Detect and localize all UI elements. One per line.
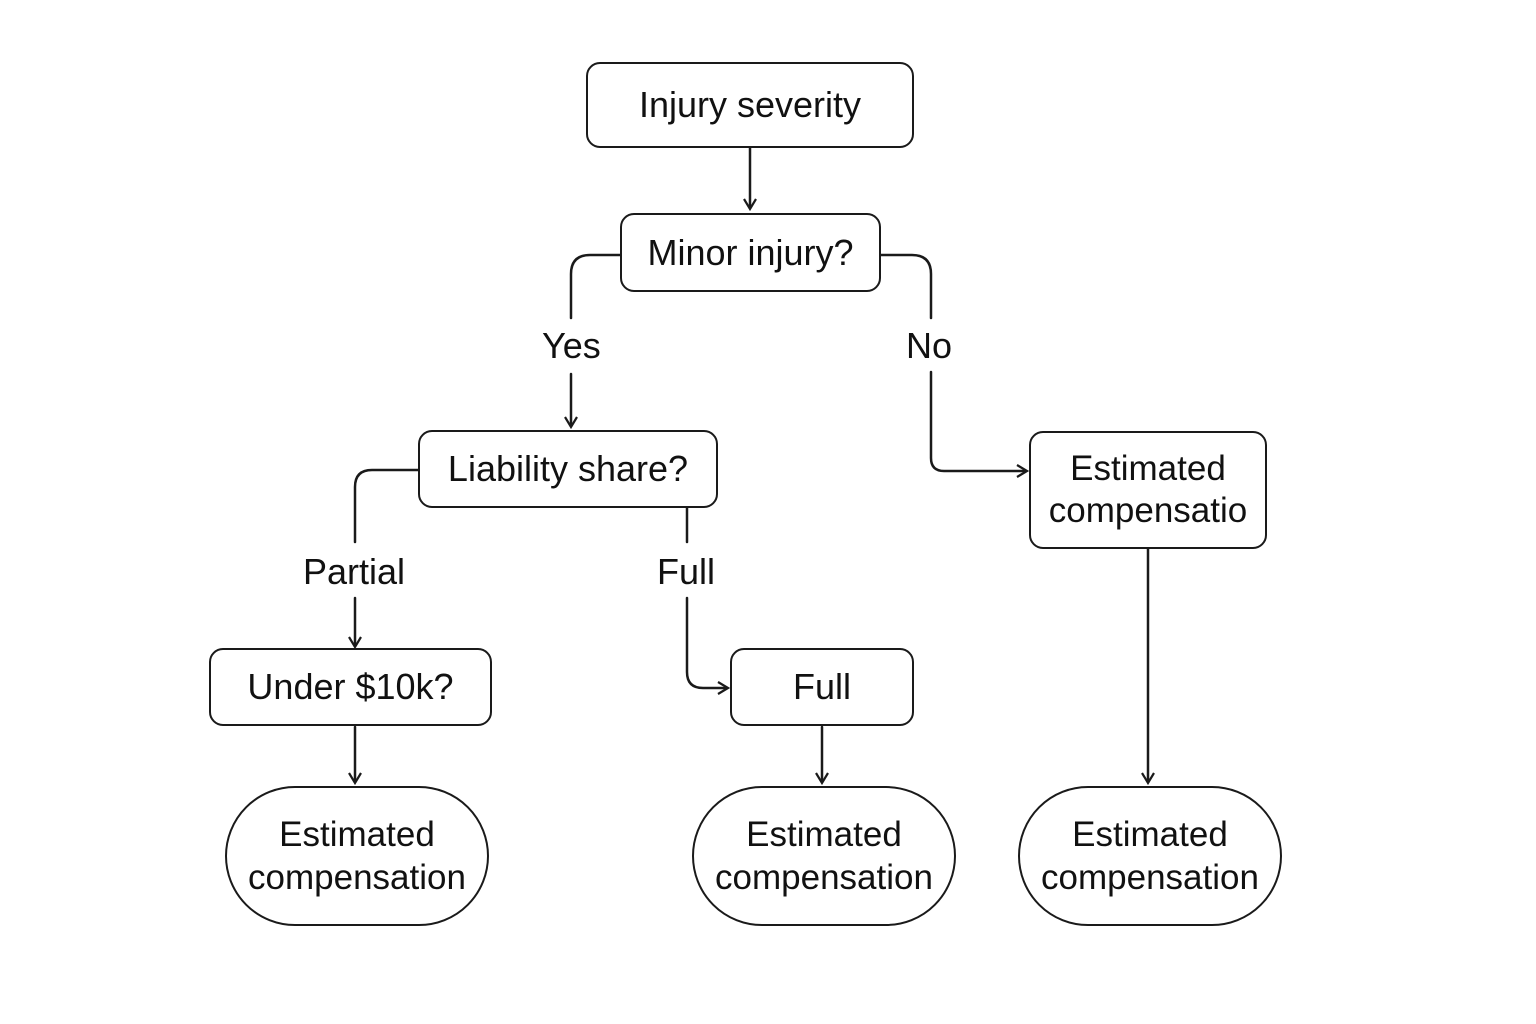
liability-share-decision: Liability share? <box>418 430 718 508</box>
full-liability-label: Full <box>792 666 851 707</box>
outcome-middle-line2: compensation <box>715 858 933 897</box>
injury-severity-label: Injury severity <box>638 84 862 125</box>
minor-injury-decision: Minor injury? <box>620 213 881 292</box>
estimated-compensation-line1: Estimated <box>1070 449 1226 488</box>
under-10k-label: Under $10k? <box>247 666 454 707</box>
estimated-compensation-box: Estimated compensatio <box>1029 431 1267 549</box>
outcome-left-line2: compensation <box>248 858 466 897</box>
outcome-middle-terminal: Estimated compensation <box>692 786 956 926</box>
minor-injury-label: Minor injury? <box>647 231 854 273</box>
edge-label-no: No <box>900 326 959 366</box>
under-10k-decision: Under $10k? <box>209 648 492 726</box>
injury-severity-node: Injury severity <box>586 62 914 148</box>
edge-label-partial: Partial <box>297 552 412 592</box>
outcome-left-line1: Estimated <box>279 815 435 854</box>
connector-minor-yes <box>569 253 622 320</box>
outcome-right-terminal: Estimated compensation <box>1018 786 1282 926</box>
full-liability-box: Full <box>730 648 914 726</box>
outcome-left-terminal: Estimated compensation <box>225 786 489 926</box>
edge-label-yes: Yes <box>536 326 607 366</box>
edge-label-full: Full <box>651 552 722 592</box>
connector-minor-no <box>879 253 933 320</box>
connector-liability-partial <box>353 468 420 544</box>
connector-no-to-estimate <box>929 370 1026 471</box>
liability-share-label: Liability share? <box>447 448 689 489</box>
estimated-compensation-line2: compensatio <box>1048 491 1248 530</box>
outcome-middle-line1: Estimated <box>746 815 902 854</box>
connector-full-to-fullbox <box>685 596 727 688</box>
outcome-right-line1: Estimated <box>1072 815 1228 854</box>
outcome-right-line2: compensation <box>1041 858 1259 897</box>
